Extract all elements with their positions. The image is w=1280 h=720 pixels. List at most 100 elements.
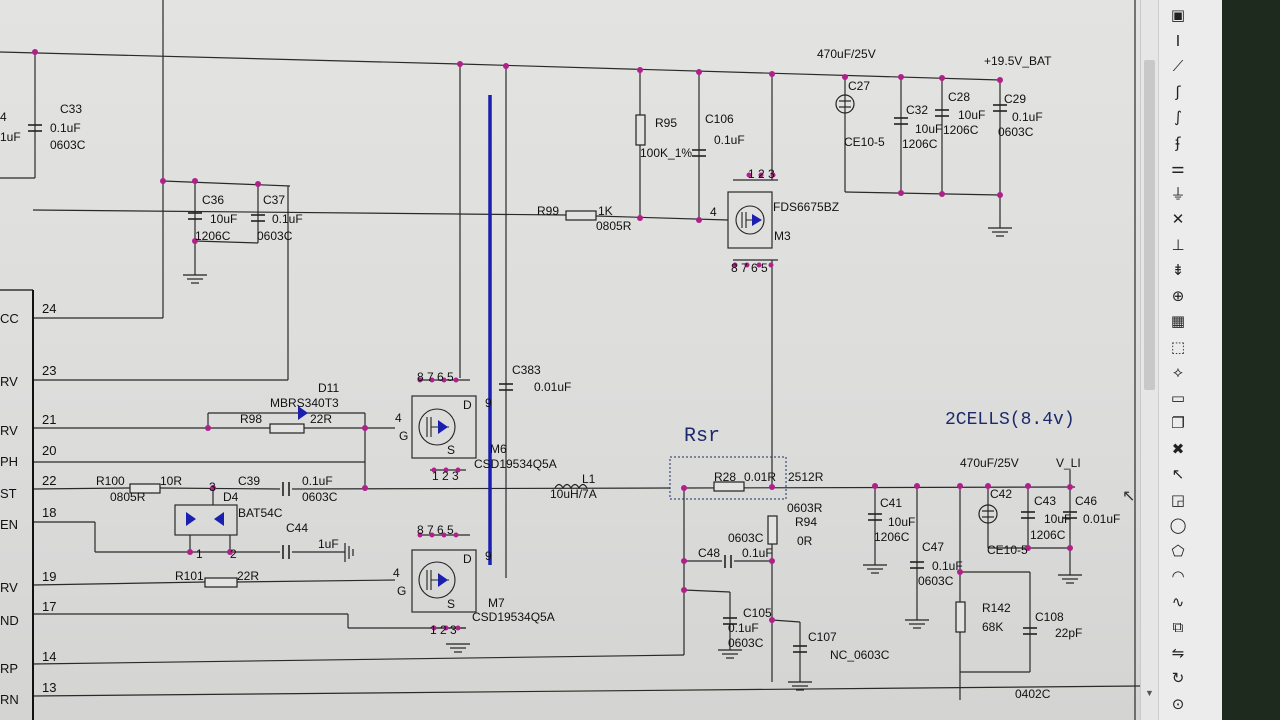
component-package: 0603C: [257, 229, 293, 243]
place-pin-icon[interactable]: Ⅰ: [1175, 31, 1181, 50]
component-ref: C27: [848, 79, 871, 93]
component-package: CE10-5: [844, 135, 885, 149]
component-package: 0603C: [728, 531, 764, 545]
mirror-icon[interactable]: ⇋: [1171, 643, 1185, 662]
component-value: 470uF/25V: [960, 456, 1019, 470]
select-icon[interactable]: ↖: [1171, 465, 1185, 483]
ellipse-icon[interactable]: ◯: [1169, 516, 1187, 534]
component-ref: C33: [60, 102, 83, 116]
schematic-canvas[interactable]: CC 24 RV 23 RV 21 PH 20 ST 22 EN 18 RV 1…: [0, 0, 1140, 720]
component-value: 1K: [598, 204, 613, 218]
component-package: 0603R: [787, 501, 823, 515]
scrollbar-thumb[interactable]: [1144, 60, 1155, 390]
component-gate-label: G: [397, 584, 407, 598]
ic-pin-name: EN: [0, 517, 19, 532]
component-ref: R94: [795, 515, 818, 529]
component-pin: 2: [230, 547, 237, 561]
vertical-scrollbar[interactable]: ▼: [1140, 0, 1159, 720]
component-ref: D11: [318, 381, 340, 395]
ic-pin-name: ND: [0, 613, 19, 628]
place-power-icon[interactable]: ⚌: [1171, 159, 1185, 177]
component-source-label: S: [447, 443, 456, 457]
ic-pin-name: CC: [0, 311, 19, 326]
component-value: 0.1uF: [1012, 110, 1043, 124]
mouse-cursor-icon: ↖: [1122, 488, 1136, 505]
component-ref: C37: [263, 193, 286, 207]
place-ground-icon[interactable]: ⏚: [1170, 184, 1186, 203]
zoom-icon[interactable]: ⊙: [1171, 694, 1185, 713]
component-value: 10uF: [958, 108, 986, 122]
place-junction-icon[interactable]: ⊥: [1171, 235, 1185, 254]
component-package: 1206C: [902, 137, 938, 151]
component-ref: R98: [240, 412, 263, 426]
component-ref: C43: [1034, 494, 1057, 508]
place-port-icon[interactable]: ⊕: [1171, 286, 1185, 305]
arc-icon[interactable]: ◠: [1171, 567, 1185, 585]
schematic-drawing: [0, 0, 1140, 720]
rotate-icon[interactable]: ↻: [1171, 669, 1185, 687]
ic-pin-number: 23: [42, 363, 57, 378]
place-part-icon[interactable]: ▣: [1170, 6, 1186, 24]
component-value: 0.1uF: [728, 621, 759, 635]
component-pin: 3: [209, 480, 216, 494]
place-bus-icon[interactable]: ʃ: [1175, 82, 1181, 101]
component-value: 0R: [797, 534, 813, 548]
ic-pin-name: RV: [0, 374, 18, 389]
ic-pin-name: RN: [0, 692, 19, 707]
component-part: MBRS340T3: [270, 396, 339, 410]
component-pin: 1: [196, 547, 203, 561]
bezier-icon[interactable]: ∿: [1171, 592, 1185, 611]
component-value: 10uF: [210, 212, 238, 226]
component-value: 0.1uF: [50, 121, 81, 135]
scroll-down-arrow-icon[interactable]: ▼: [1145, 688, 1154, 698]
component-package: 0603C: [50, 138, 86, 152]
place-block-icon[interactable]: ⬚: [1170, 337, 1186, 356]
component-pins: 1 2 3: [748, 167, 775, 181]
component-value: 100K_1%: [640, 146, 693, 160]
component-ref: C383: [512, 363, 541, 377]
component-value: 10uF: [915, 122, 943, 136]
ic-pin-number: 19: [42, 569, 57, 584]
rectangle-icon[interactable]: ◲: [1170, 490, 1186, 509]
place-ieee-icon[interactable]: ❐: [1171, 414, 1185, 432]
component-pin: 9: [485, 549, 492, 563]
place-hierarchy-icon[interactable]: ▦: [1170, 312, 1186, 330]
component-ref: C28: [948, 90, 971, 104]
component-pins: 1 2 3: [432, 469, 459, 483]
component-pin: 4: [393, 566, 400, 580]
place-text-icon[interactable]: ⟡: [1173, 363, 1183, 381]
image-icon[interactable]: ⧉: [1172, 618, 1184, 636]
place-net-alias-icon[interactable]: ʄ: [1175, 133, 1181, 152]
place-offpage-icon[interactable]: ⇟: [1171, 261, 1185, 279]
component-ref: C106: [705, 112, 734, 126]
component-source-label: S: [447, 597, 456, 611]
component-value: 0.01uF: [1083, 512, 1121, 526]
component-value: 0.01R: [744, 470, 777, 484]
polyline-icon[interactable]: ⬠: [1171, 541, 1185, 560]
component-ref: C47: [922, 540, 945, 554]
component-package: 1206C: [874, 530, 910, 544]
erase-icon[interactable]: ✖: [1171, 439, 1185, 458]
component-ref: C108: [1035, 610, 1064, 624]
component-value: 0.1uF: [932, 559, 963, 573]
component-ref: C41: [880, 496, 903, 510]
place-bus-entry-icon[interactable]: ∫: [1174, 108, 1182, 126]
component-part: FDS6675BZ: [773, 200, 840, 214]
place-wire-icon[interactable]: ⟋: [1172, 57, 1184, 75]
component-value: 22R: [310, 412, 333, 426]
component-package: 0603C: [918, 574, 954, 588]
ic-pin-number: 22: [42, 473, 57, 488]
ic-pin-number: 14: [42, 649, 57, 664]
component-gate-label: G: [399, 429, 409, 443]
place-line-icon[interactable]: ▭: [1170, 388, 1186, 407]
ic-pin-number: 13: [42, 680, 57, 695]
component-package: 0805R: [110, 490, 146, 504]
component-ref: C46: [1075, 494, 1098, 508]
component-pins: 8 7 6 5: [731, 261, 768, 275]
component-ref: M3: [774, 229, 791, 243]
component-value: 0.1uF: [742, 546, 773, 560]
component-part: CSD19534Q5A: [472, 610, 555, 624]
place-no-connect-icon[interactable]: ✕: [1171, 210, 1185, 228]
component-package: 2512R: [788, 470, 824, 484]
annotation-cells: 2CELLS(8.4v): [945, 410, 1075, 430]
